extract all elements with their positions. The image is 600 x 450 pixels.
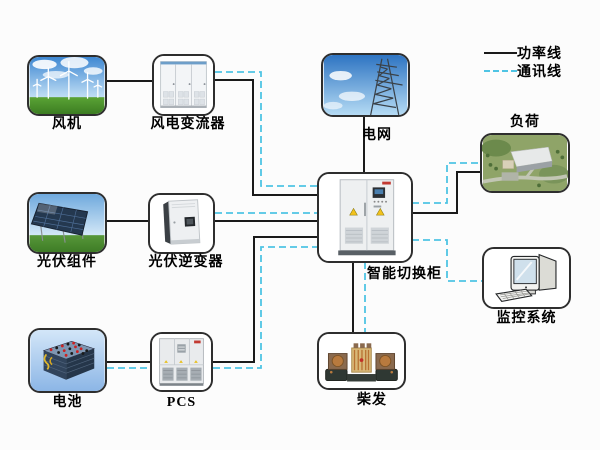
computer-icon: [484, 249, 569, 307]
power-lines: [106, 79, 481, 363]
battery-pack-image: [30, 330, 105, 391]
legend: 功率线 通讯线: [484, 44, 562, 80]
pcs-cabinet-image: [152, 334, 211, 390]
power-line-sample: [484, 52, 517, 54]
wind-converter-label: 风电变流器: [150, 117, 226, 132]
solar-panels-image: [29, 194, 105, 252]
factory-aerial-image: [482, 135, 568, 191]
wind-turbine-label: 风机: [52, 117, 82, 132]
grid-label: 电网: [362, 128, 392, 143]
node-grid: [321, 53, 410, 117]
battery-label: 电池: [52, 395, 83, 410]
node-monitor-system: [482, 247, 571, 309]
monitor-system-label: 监控系统: [496, 311, 557, 326]
comm-line-sample: [484, 70, 517, 72]
switch-cabinet-label: 智能切换柜: [367, 267, 442, 282]
diesel-generator-image: [320, 334, 403, 388]
node-pcs: [150, 332, 213, 392]
switch-cabinet-image: [319, 174, 411, 261]
comm-line-label: 通讯线: [517, 65, 562, 80]
pcs-label: PCS: [166, 395, 197, 410]
node-pv-modules: [27, 192, 107, 254]
legend-comm-row: 通讯线: [484, 62, 562, 80]
diesel-generator-label: 柴发: [357, 393, 387, 408]
node-load: [480, 133, 570, 193]
wind-turbines-image: [29, 57, 105, 114]
node-wind-turbine: [27, 55, 107, 116]
node-pv-inverter: [148, 193, 215, 254]
comm-lines: [107, 71, 483, 369]
pv-inverter-image: [150, 195, 213, 252]
wind-converter-cabinet-image: [154, 56, 213, 114]
node-wind-converter: [152, 54, 215, 116]
node-battery: [28, 328, 107, 393]
node-diesel-generator: [317, 332, 406, 390]
power-line-label: 功率线: [517, 47, 562, 62]
transmission-tower-image: [323, 55, 408, 115]
load-label: 负荷: [510, 115, 540, 130]
node-switch-cabinet: [317, 172, 413, 263]
pv-inverter-label: 光伏逆变器: [148, 255, 224, 270]
legend-power-row: 功率线: [484, 44, 562, 62]
pv-modules-label: 光伏组件: [37, 255, 97, 270]
